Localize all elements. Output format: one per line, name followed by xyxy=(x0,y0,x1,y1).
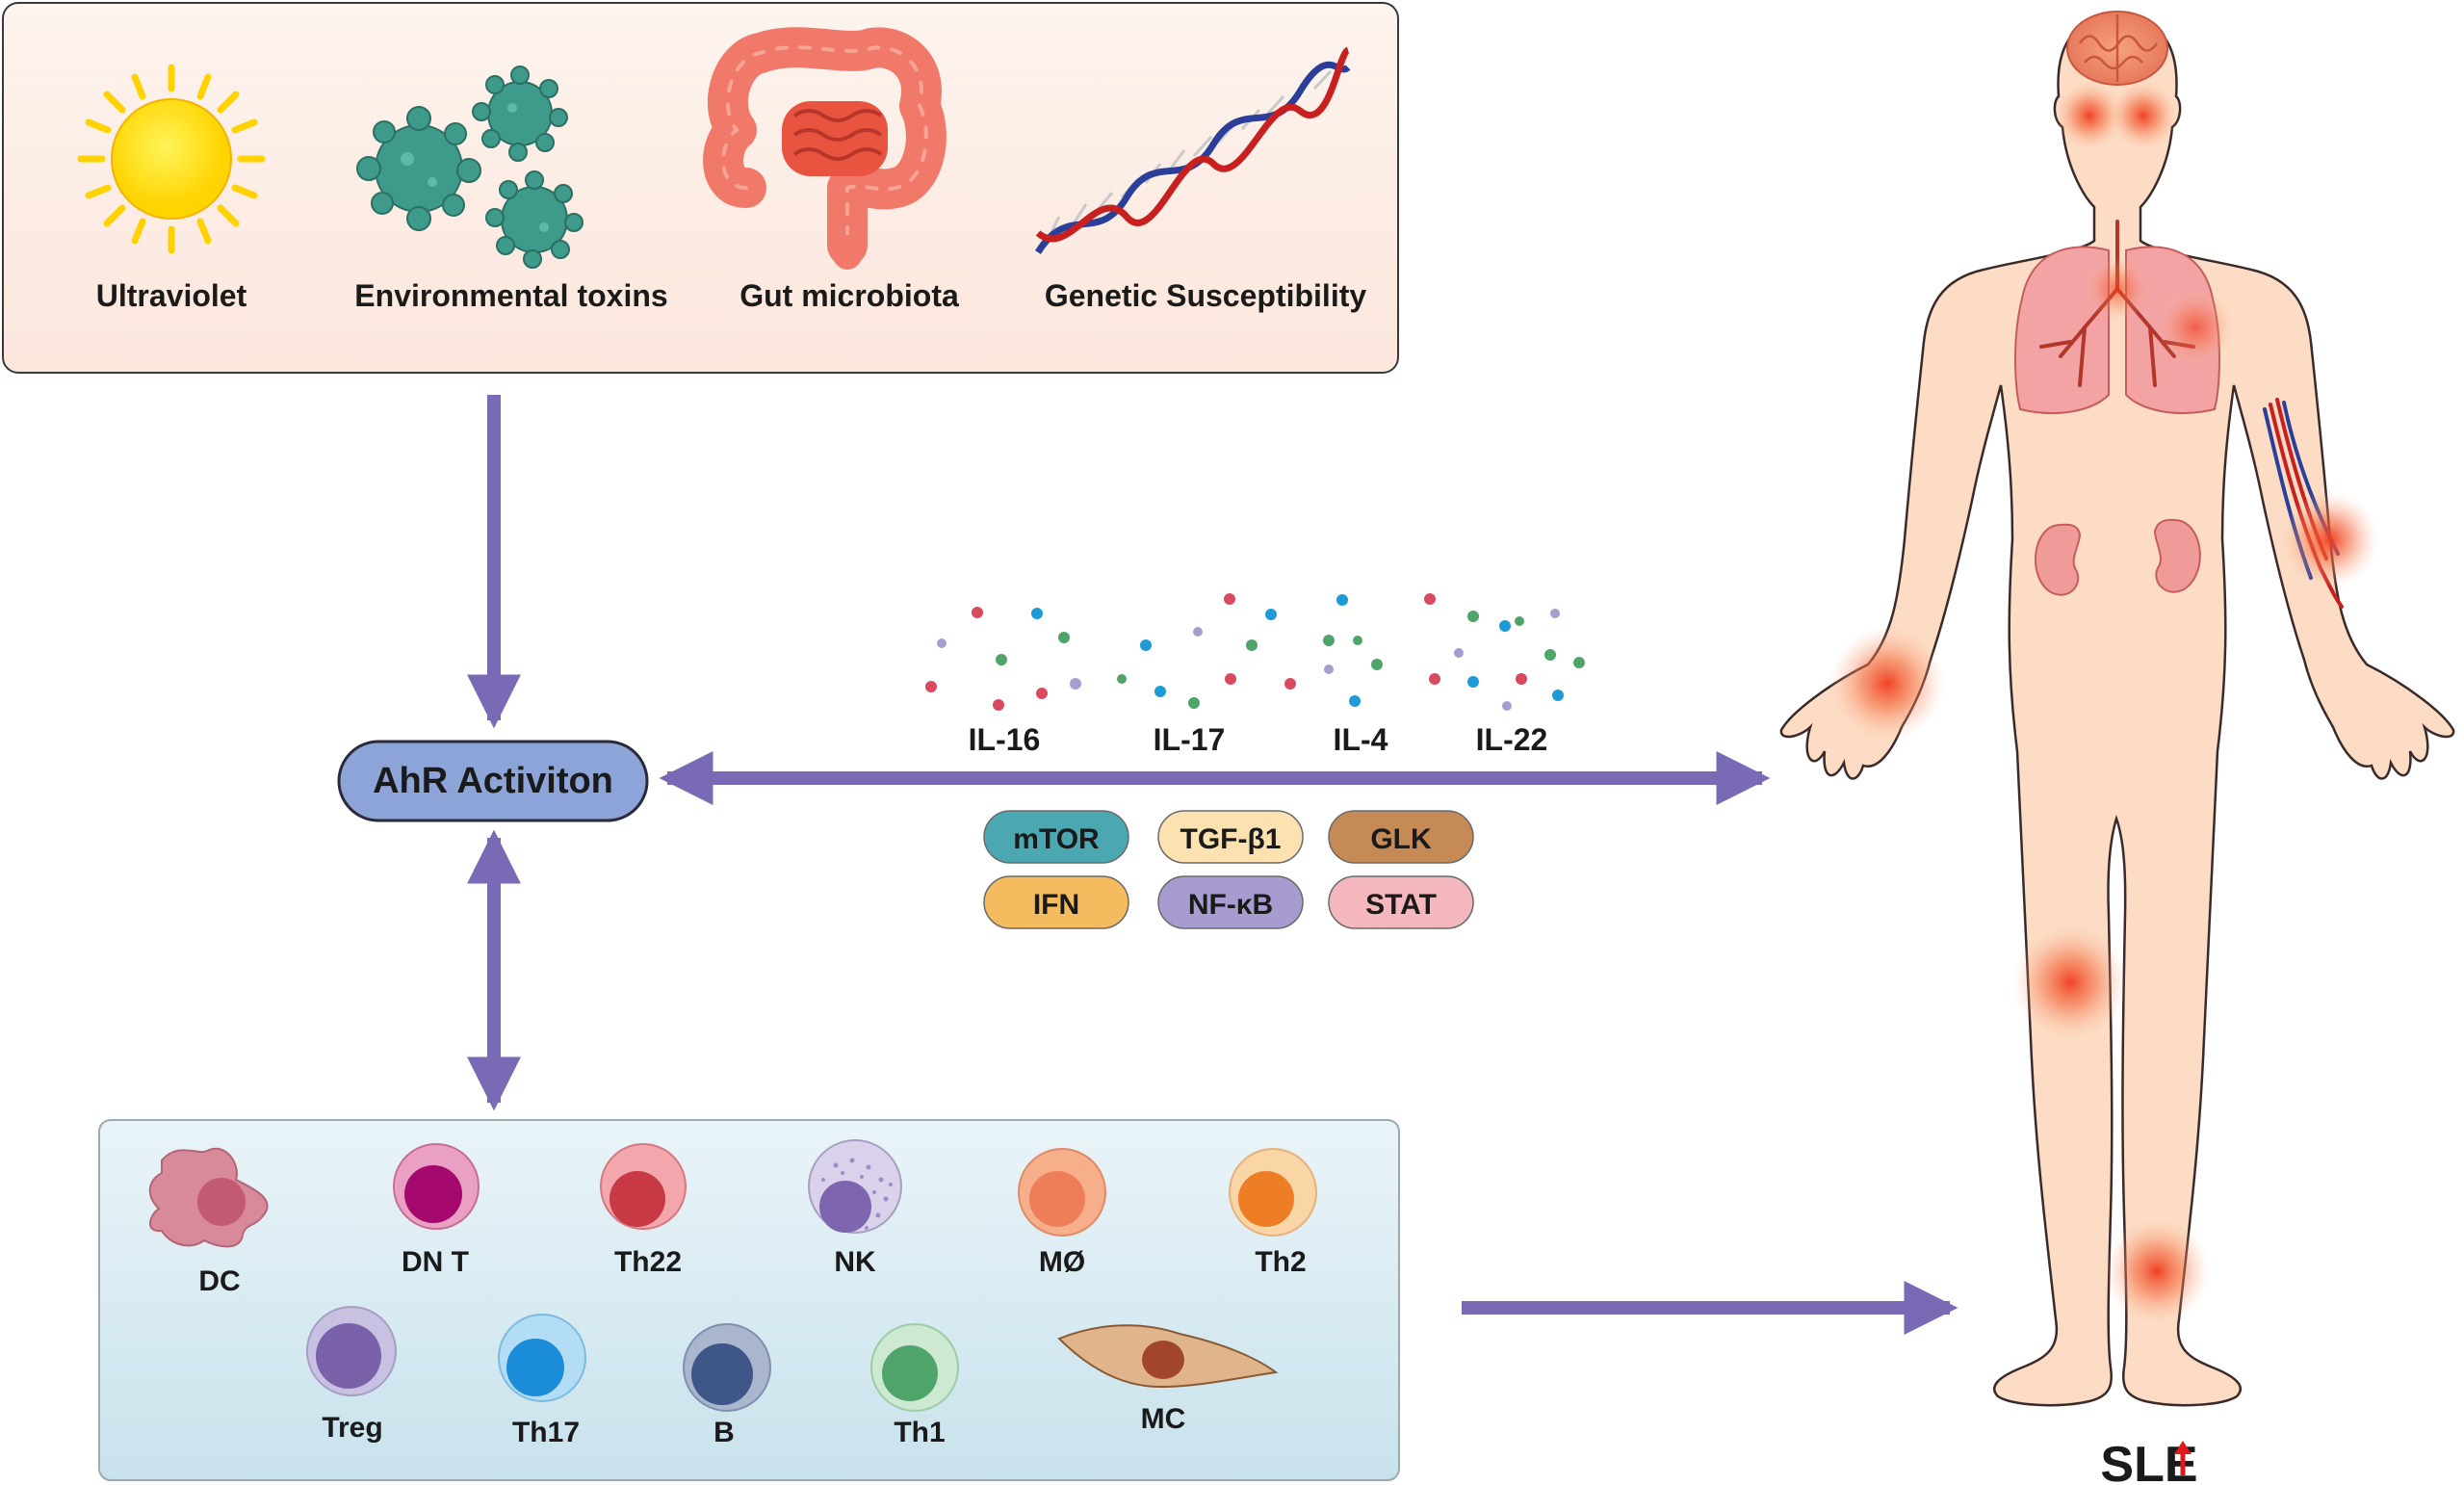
cell-label-th1: Th1 xyxy=(894,1417,945,1448)
factor-label-gut-microbiota: Gut microbiota xyxy=(739,278,959,313)
pathway-pill: NF-κB xyxy=(1157,875,1304,929)
cell-label-dnt: DN T xyxy=(402,1246,469,1278)
pathway-label: GLK xyxy=(1370,823,1432,855)
pathway-pill: IFN xyxy=(983,875,1129,929)
cytokine-label-2: IL-17 xyxy=(1154,722,1226,757)
cell-label-nk: NK xyxy=(834,1246,876,1278)
th17-cell-icon xyxy=(498,1314,586,1402)
pathway-label: STAT xyxy=(1365,889,1437,921)
cell-label-th22: Th22 xyxy=(614,1246,682,1278)
kidneys-icon xyxy=(2035,518,2201,596)
nk-cell-icon xyxy=(808,1139,902,1234)
cell-label-th17: Th17 xyxy=(512,1417,580,1448)
cytokine-label-4: IL-22 xyxy=(1476,722,1548,757)
cytokine-label-1: IL-16 xyxy=(969,722,1041,757)
toxin-particles-icon xyxy=(356,65,584,269)
th1-cell-icon xyxy=(870,1323,959,1412)
mesangial-cell-icon xyxy=(1057,1324,1279,1389)
pathway-pill: mTOR xyxy=(983,810,1129,864)
cytokine-label-3: IL-4 xyxy=(1334,722,1388,757)
ahr-activation-node: AhR Activiton xyxy=(337,740,649,822)
factor-label-environmental-toxins: Environmental toxins xyxy=(354,278,667,313)
human-body-figure xyxy=(1779,11,2455,1407)
pathway-pill: TGF-β1 xyxy=(1157,810,1304,864)
cell-label-treg: Treg xyxy=(322,1412,382,1444)
dna-helix-icon xyxy=(1035,46,1351,254)
sun-icon xyxy=(77,64,266,254)
th22-cell-icon xyxy=(600,1143,687,1230)
cell-label-macrophage: MØ xyxy=(1039,1246,1085,1278)
cytokine-particles xyxy=(925,593,1585,711)
inflammation-sites xyxy=(1829,81,2378,1324)
treg-cell-icon xyxy=(306,1306,397,1396)
b-cell-icon xyxy=(683,1323,771,1412)
pathway-pill: STAT xyxy=(1328,875,1474,929)
up-arrow-icon xyxy=(2174,1441,2192,1475)
pathway-label: IFN xyxy=(1033,889,1079,921)
brain-icon xyxy=(2066,11,2168,86)
pathway-pills: mTOR TGF-β1 GLK IFN NF-κB STAT xyxy=(983,810,1474,929)
pathway-pill: GLK xyxy=(1328,810,1474,864)
dendritic-cell-icon xyxy=(148,1147,269,1248)
factor-label-genetic-susceptibility: Genetic Susceptibility xyxy=(1045,278,1367,313)
immune-cells-panel: DC DN T Th22 NK MØ Th2 Treg Th17 B Th1 M… xyxy=(98,1119,1400,1481)
cell-label-mc: MC xyxy=(1141,1403,1186,1435)
factor-label-ultraviolet: Ultraviolet xyxy=(96,278,247,313)
cell-label-b: B xyxy=(713,1417,735,1448)
pathway-label: TGF-β1 xyxy=(1180,823,1282,855)
th2-cell-icon xyxy=(1229,1148,1317,1237)
pathway-label: mTOR xyxy=(1013,823,1100,855)
intestine-icon xyxy=(703,27,947,270)
cell-label-dc: DC xyxy=(198,1265,240,1297)
dn-t-cell-icon xyxy=(393,1143,480,1230)
arrows xyxy=(467,395,1958,1335)
ahr-label: AhR Activiton xyxy=(373,761,613,801)
pathway-label: NF-κB xyxy=(1188,889,1273,921)
risk-factors-panel: Ultraviolet Environmental toxins Gut mic… xyxy=(2,2,1399,374)
cell-label-th2: Th2 xyxy=(1255,1246,1306,1278)
macrophage-icon xyxy=(1018,1148,1106,1237)
